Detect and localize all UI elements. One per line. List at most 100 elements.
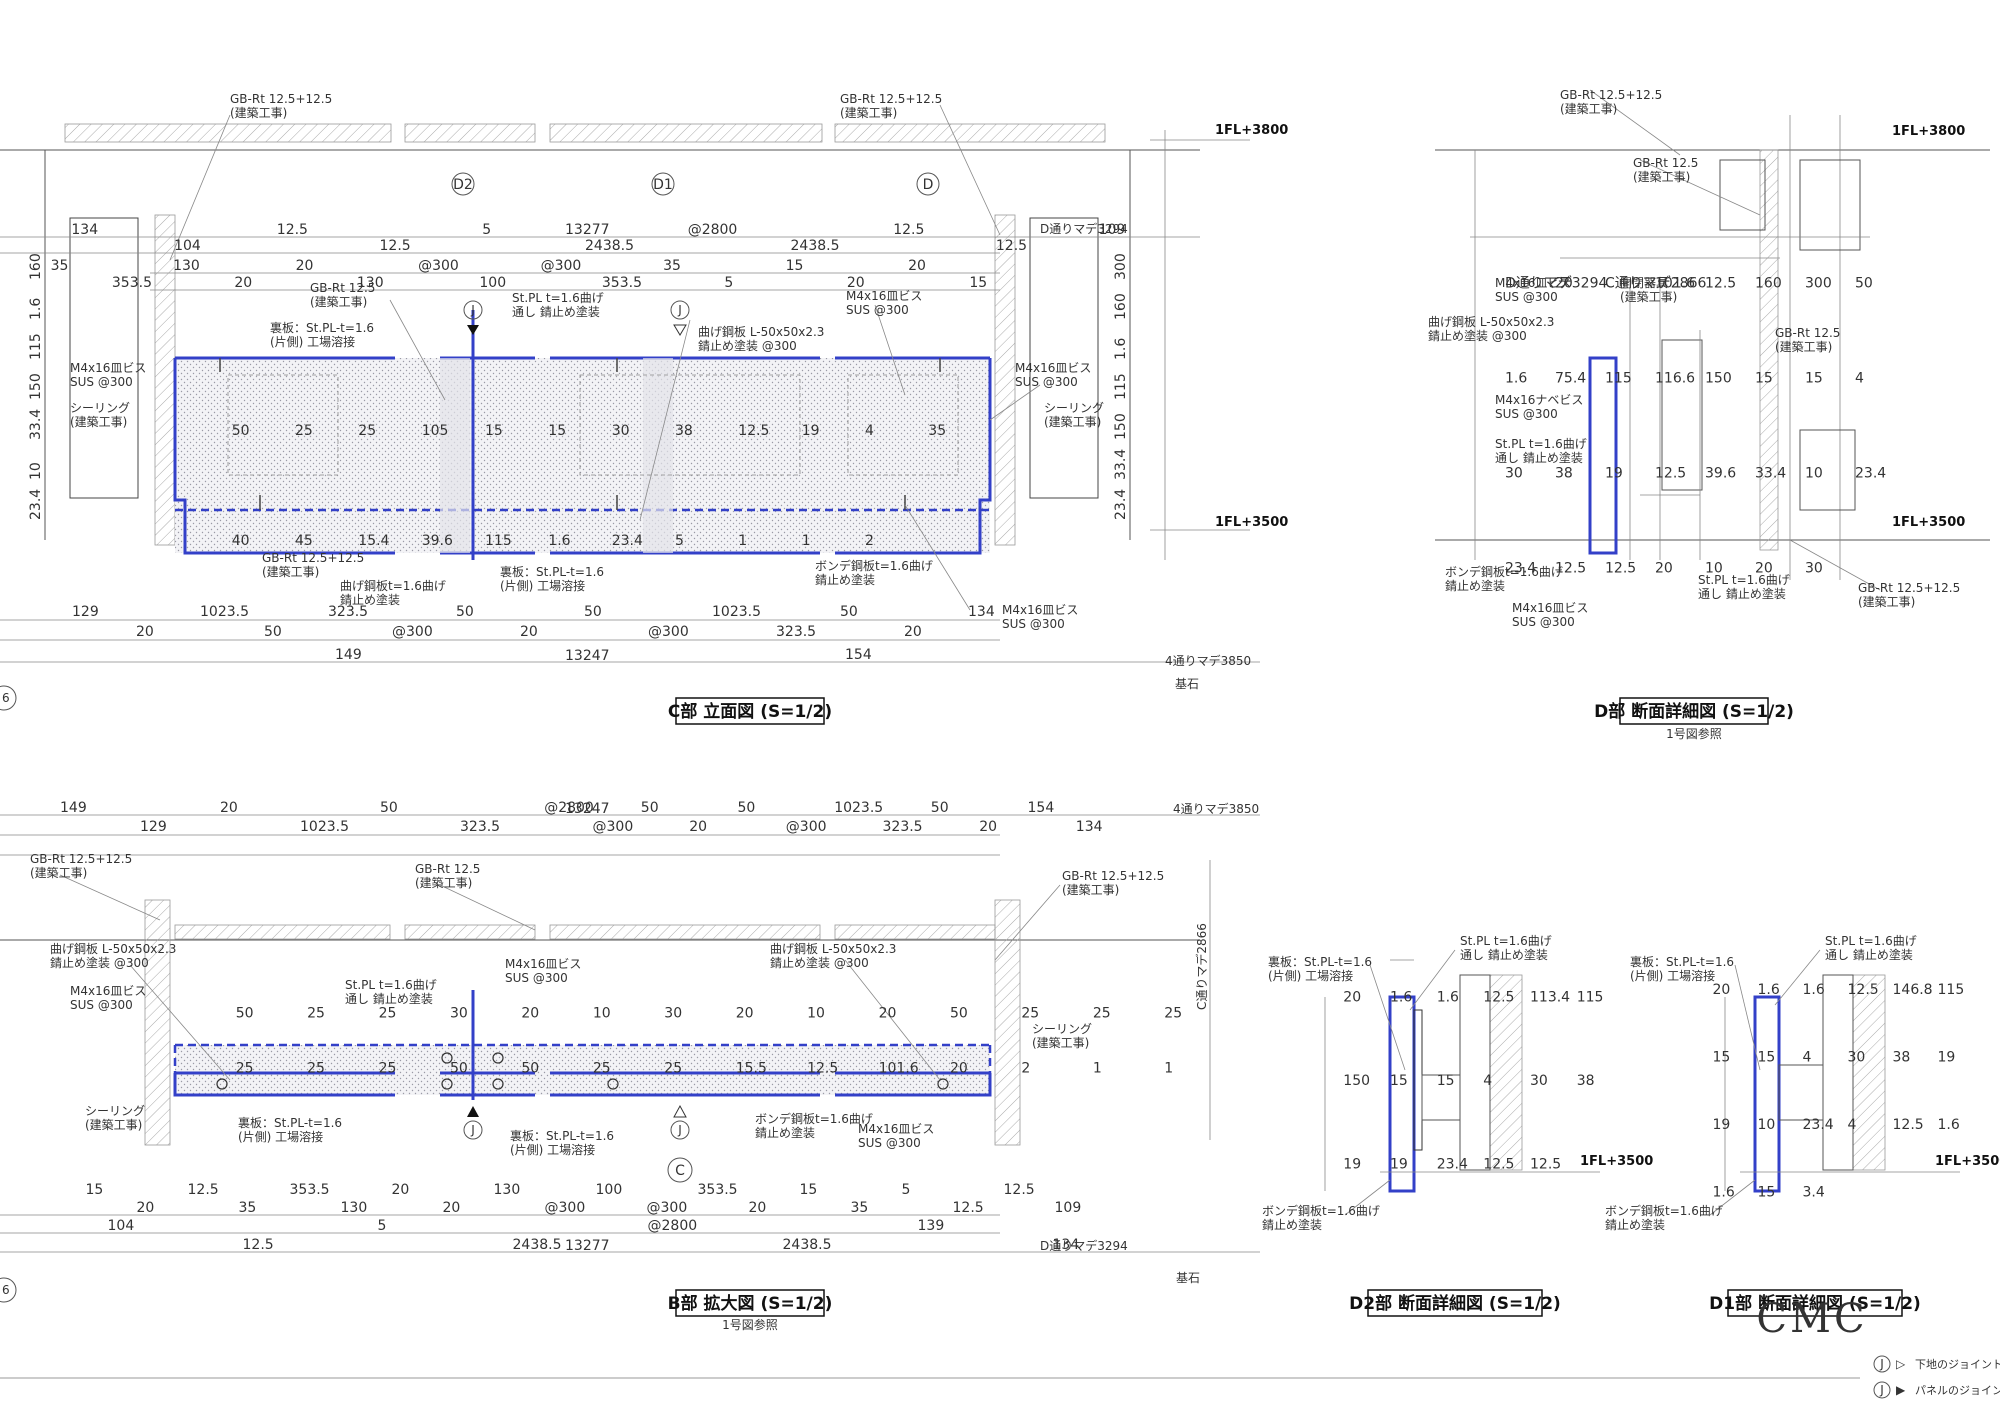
- gb-note-2-sub: (建築工事): [840, 105, 897, 120]
- dim-value: 12.5: [893, 222, 924, 238]
- note-line: 開閉器具: [1620, 276, 1668, 290]
- dim-value: 50: [738, 800, 756, 816]
- dim-value: 30: [1805, 561, 1823, 577]
- note-line: 錆止め塗装: [1262, 1217, 1322, 1232]
- dim-value: 130: [357, 275, 384, 291]
- level-d2: 1FL+3500: [1580, 1154, 1653, 1169]
- dim-value: 19: [1605, 466, 1623, 482]
- dim-value: 104: [108, 1218, 135, 1234]
- note-line: (建築工事): [85, 1117, 142, 1132]
- ceiling-hatch: [64, 123, 392, 143]
- legend-symbol: J: [1879, 1383, 1884, 1397]
- dim-value: 50: [1855, 276, 1873, 292]
- dim-value: 15: [86, 1182, 104, 1198]
- dim-value: 5: [724, 275, 733, 291]
- dim-value: 25: [379, 1006, 397, 1022]
- dim-value: 1.6: [1713, 1184, 1735, 1200]
- dim-value: 50: [931, 800, 949, 816]
- dim-value: 12.5: [1848, 982, 1879, 998]
- dim-value: 20: [520, 624, 538, 640]
- note-line: St.PL t=1.6曲げ: [345, 978, 437, 992]
- dim-value: 12.5: [1655, 466, 1686, 482]
- note-line: 曲げ鋼板t=1.6曲げ: [340, 579, 446, 593]
- dim-value: 160: [28, 253, 44, 280]
- dim-value: D通りマデ3294: [1505, 275, 1608, 292]
- dim-value: 10: [593, 1006, 611, 1022]
- note-line: ボンデ鋼板t=1.6曲げ: [1262, 1203, 1380, 1218]
- note-line: 錆止め塗装 @300: [1428, 328, 1527, 343]
- dim-value: 5: [378, 1218, 387, 1234]
- note-line: (片側) 工場溶接: [238, 1129, 323, 1144]
- note-line: St.PL t=1.6曲げ: [1495, 437, 1587, 451]
- dim-value: 150: [28, 373, 44, 400]
- dim-value: 12.5: [277, 222, 308, 238]
- dim-value: 12.5: [1483, 1156, 1514, 1172]
- dim-value: 50: [380, 800, 398, 816]
- dim-value: 101.6: [1655, 276, 1695, 292]
- dim-value: 323.5: [776, 624, 816, 640]
- dim-value: 101.6: [879, 1061, 919, 1077]
- note-line: 通し 錆止め塗装: [1460, 947, 1548, 962]
- dim-value: 25: [379, 1061, 397, 1077]
- note-line: St.PL t=1.6曲げ: [512, 291, 604, 305]
- dim-value: 25: [1021, 1006, 1039, 1022]
- note-line: (片側) 工場溶接: [1630, 968, 1715, 983]
- note-line: M4x16ナベビス: [1495, 393, 1583, 407]
- legend-label: パネルのジョイント: [1915, 1384, 2000, 1397]
- note-line: シーリング: [1032, 1022, 1092, 1036]
- dim-value: 15: [1805, 371, 1823, 387]
- dim-value: 30: [450, 1006, 468, 1022]
- marker-d2: D2: [453, 177, 473, 193]
- dim-value: 1: [1164, 1061, 1173, 1077]
- dim-value: 35: [239, 1200, 257, 1216]
- dim-value: 5: [675, 533, 684, 549]
- marker-j: J: [677, 303, 682, 317]
- note-line: SUS @300: [505, 971, 568, 985]
- dim-value: 20: [879, 1006, 897, 1022]
- note-line: 裏板：St.PL-t=1.6: [270, 320, 374, 335]
- dim-value: 323.5: [328, 604, 368, 620]
- dim-value: 130: [494, 1182, 521, 1198]
- dim-value: 15: [1758, 1184, 1776, 1200]
- dim-value: 30: [1530, 1073, 1548, 1089]
- note-line: SUS @300: [1495, 407, 1558, 421]
- dim-value: 1.6: [1803, 982, 1825, 998]
- note-line: St.PL t=1.6曲げ: [1698, 573, 1790, 587]
- marker-d: D: [923, 177, 934, 193]
- dim-value: 323.5: [460, 819, 500, 835]
- dim-value: 4: [1803, 1049, 1812, 1065]
- note-line: M4x16皿ビス: [505, 957, 581, 971]
- dim-value: 1: [738, 533, 747, 549]
- dim-value: 10: [1805, 466, 1823, 482]
- note-line: (片側) 工場溶接: [270, 334, 355, 349]
- note-line: シーリング: [70, 401, 130, 415]
- note-line: 曲げ鋼板 L-50x50x2.3: [1428, 315, 1554, 329]
- dim-value: 15.5: [736, 1061, 767, 1077]
- dim-value: 150: [1705, 371, 1732, 387]
- note-line: (建築工事): [30, 865, 87, 880]
- note-line: (片側) 工場溶接: [500, 578, 585, 593]
- dim-value: 23.4: [1437, 1156, 1468, 1172]
- note-line: GB-Rt 12.5: [415, 862, 480, 876]
- note-line: (建築工事): [1620, 289, 1677, 304]
- dim-value: 1.6: [548, 533, 570, 549]
- dims-bottom-b: 152012.535353.51302020130@300100@300353.…: [86, 1182, 1082, 1253]
- dim-value: 20: [234, 275, 252, 291]
- dim-value: 20: [1555, 276, 1573, 292]
- dim-value: 15: [1713, 1049, 1731, 1065]
- note-line: St.PL t=1.6曲げ: [1460, 934, 1552, 948]
- note-line: M4x16皿ビス: [858, 1122, 934, 1136]
- dim-value: 134: [968, 604, 995, 620]
- dim-value: 353.5: [112, 275, 152, 291]
- note-line: 裏板：St.PL-t=1.6: [238, 1115, 342, 1130]
- panel-plan: [175, 1045, 990, 1095]
- dim-value: 20: [847, 275, 865, 291]
- origin-mark-b: 基石: [1176, 1271, 1200, 1285]
- dim-value: 20: [443, 1200, 461, 1216]
- dim-value: 33.4: [1113, 449, 1129, 480]
- dim-value: 35: [928, 423, 946, 439]
